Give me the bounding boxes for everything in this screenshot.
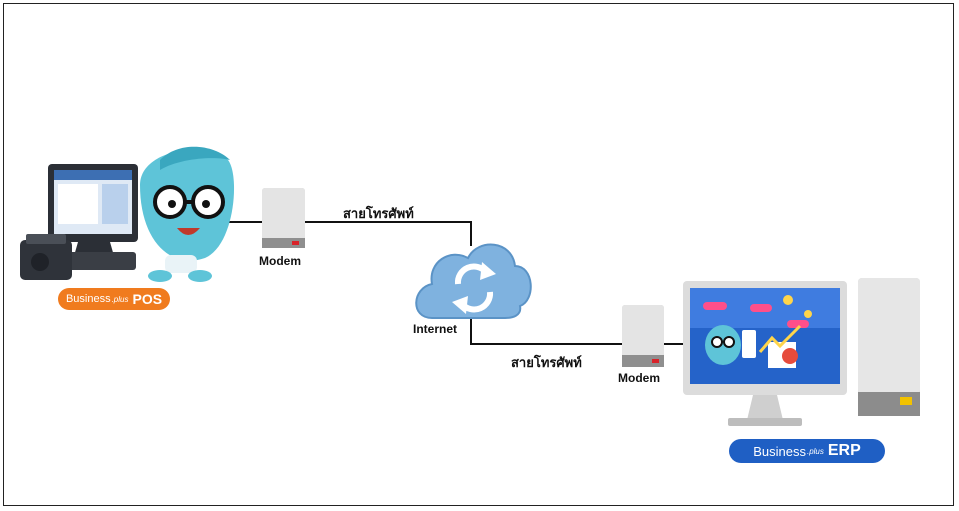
pos-badge-mid: .plus xyxy=(111,294,129,304)
mascot-illustration xyxy=(140,146,235,282)
modem-right-label: Modem xyxy=(618,371,660,385)
connector-phone-line-top xyxy=(305,221,472,246)
erp-badge-suffix: ERP xyxy=(827,442,861,459)
modem-left-device xyxy=(262,188,305,248)
modem-left-label: Modem xyxy=(259,254,301,268)
modem-right-device xyxy=(622,305,664,367)
erp-pc-tower xyxy=(858,278,920,416)
erp-badge-prefix: Business xyxy=(753,443,806,459)
erp-badge: Business .plus ERP xyxy=(729,439,885,463)
sync-arrows-icon xyxy=(452,262,496,314)
pos-badge-suffix: POS xyxy=(132,291,163,307)
connector-phone-line-bottom xyxy=(470,318,622,345)
internet-label: Internet xyxy=(413,322,458,336)
erp-monitor-illustration xyxy=(683,281,847,426)
phone-line-label-bottom: สายโทรศัพท์ xyxy=(511,355,582,370)
diagram-border xyxy=(3,3,954,506)
pos-terminal-illustration xyxy=(20,164,138,280)
internet-cloud-icon xyxy=(415,243,532,319)
pos-badge-prefix: Business xyxy=(65,293,111,305)
pos-badge: Business .plus POS xyxy=(58,288,170,310)
phone-line-label-top: สายโทรศัพท์ xyxy=(343,206,414,221)
erp-badge-mid: .plus xyxy=(806,446,824,456)
